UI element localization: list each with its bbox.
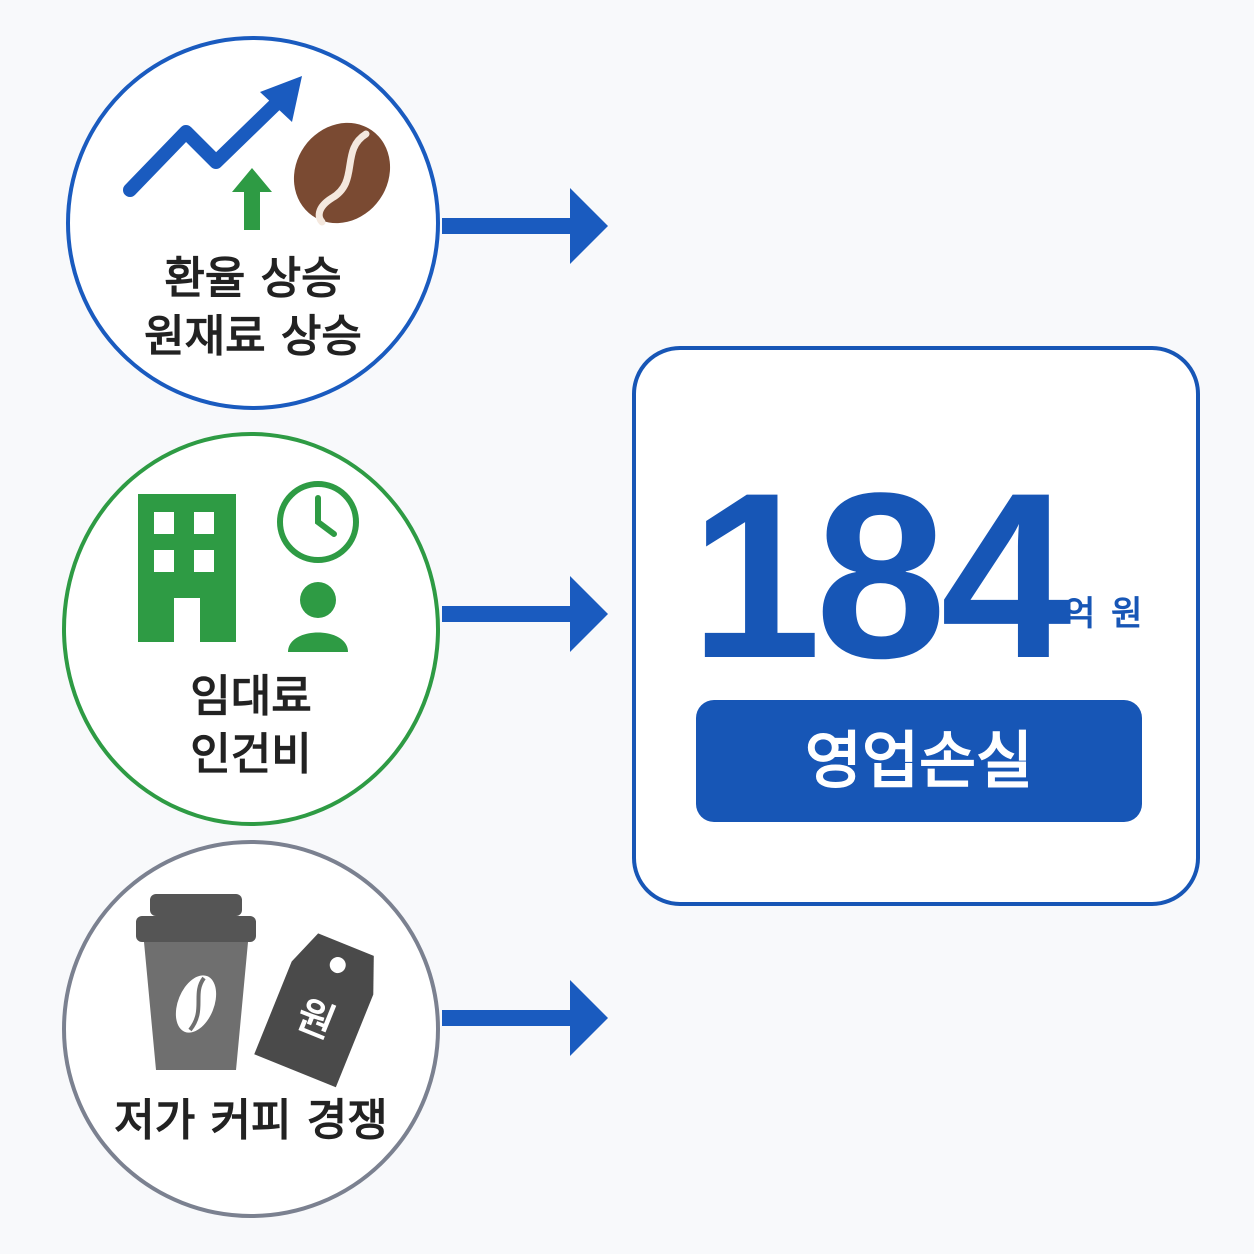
- cause-label-line: 환율 상승: [164, 253, 342, 304]
- loss-amount: 184: [690, 444, 1072, 708]
- cause-label: 저가 커피 경쟁: [66, 1092, 436, 1150]
- coffee-bean-icon: [293, 122, 391, 226]
- cause-label-line: 인건비: [190, 729, 312, 780]
- clock-icon: [277, 481, 359, 563]
- cause-low-price-coffee-circle: 원 저가 커피 경쟁: [62, 840, 440, 1218]
- person-icon: [288, 582, 348, 652]
- arrow-right-icon: [442, 188, 608, 264]
- cause-label-line: 원재료 상승: [144, 311, 362, 362]
- arrow-right-icon: [442, 980, 608, 1056]
- building-icon: [138, 494, 236, 642]
- loss-unit: 억 원: [1064, 594, 1145, 634]
- cost-rise-icon-group: [123, 76, 391, 230]
- cause-label: 환율 상승 원재료 상승: [70, 250, 436, 366]
- cause-rent-labor-circle: 임대료 인건비: [62, 432, 440, 826]
- cause-label-line: 저가 커피 경쟁: [114, 1095, 388, 1146]
- trend-up-arrow-icon: [123, 76, 302, 197]
- operating-loss-box: 184 억 원 영업손실: [632, 346, 1200, 906]
- green-up-arrow-icon: [232, 168, 272, 230]
- competition-icon-group: 원: [136, 894, 374, 1088]
- arrow-right-icon: [442, 576, 608, 652]
- cause-exchange-rate-circle: 환율 상승 원재료 상승: [66, 36, 440, 410]
- price-tag-icon: 원: [254, 933, 374, 1088]
- coffee-cup-icon: [136, 894, 256, 1070]
- cause-label: 임대료 인건비: [66, 668, 436, 784]
- rent-labor-icon-group: [138, 481, 359, 652]
- operating-loss-badge: 영업손실: [696, 700, 1142, 822]
- cause-label-line: 임대료: [190, 671, 312, 722]
